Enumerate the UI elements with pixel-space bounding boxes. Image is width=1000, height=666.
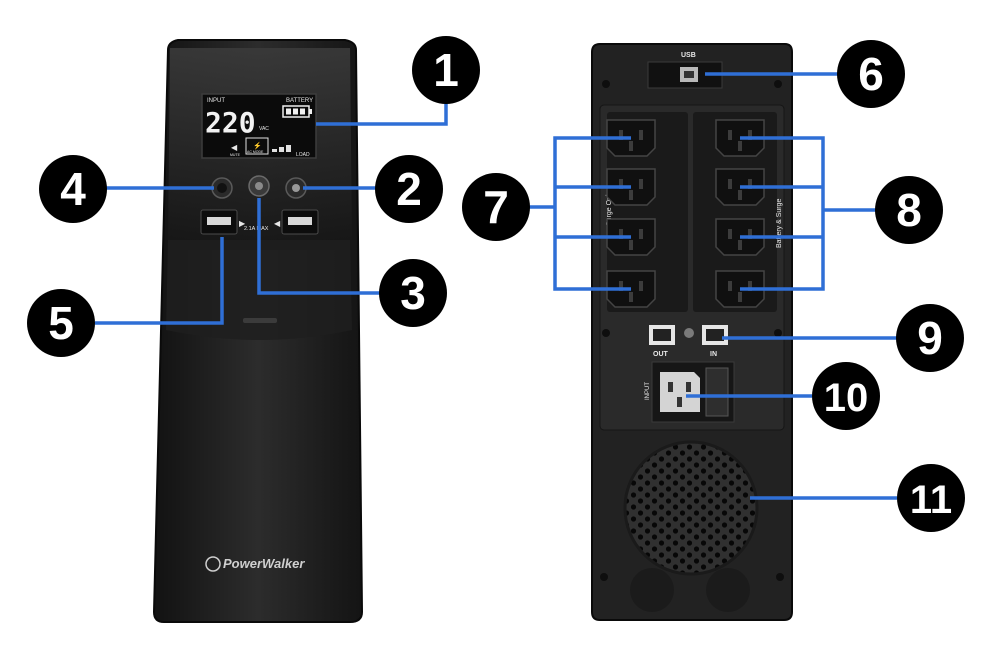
screw bbox=[602, 329, 610, 337]
callout-5-label: 5 bbox=[48, 297, 74, 349]
ac-input-label: INPUT bbox=[645, 382, 651, 400]
usb-charge-port-left[interactable] bbox=[200, 209, 238, 235]
screw bbox=[774, 329, 782, 337]
lcd-screen bbox=[201, 93, 317, 159]
arrow-right-icon: ▶ bbox=[239, 219, 246, 228]
lcd-voltage: 220 bbox=[205, 106, 256, 139]
callouts: 1 2 3 4 5 6 7 8 bbox=[27, 36, 965, 532]
plug-icon: ⚡ bbox=[253, 141, 262, 150]
rj45-out-label: OUT bbox=[653, 351, 669, 358]
battery-icon bbox=[282, 105, 312, 118]
usb-charge-port-right[interactable] bbox=[281, 209, 319, 235]
screw bbox=[776, 573, 784, 581]
callout-11: 11 bbox=[897, 464, 965, 532]
lcd-mode-label: AC MODE bbox=[247, 150, 264, 154]
usb-label: USB bbox=[681, 52, 696, 59]
rj45-in-port[interactable] bbox=[702, 325, 728, 345]
callout-7: 7 bbox=[462, 173, 530, 241]
callout-3-label: 3 bbox=[400, 267, 426, 319]
foot bbox=[630, 568, 674, 612]
front-ups: INPUT BATTERY 220 VAC ◀ MUTE ⚡ AC MODE L… bbox=[152, 39, 364, 623]
usb-charge-label: 2.1A MAX bbox=[244, 226, 269, 232]
leader-line-7-a bbox=[553, 136, 631, 291]
fan-grille bbox=[623, 440, 759, 576]
speaker-icon: ◀ bbox=[231, 143, 238, 152]
back-ups: USB Surge Only Battery & Surge OUT IN IN… bbox=[591, 43, 793, 621]
surge-only-group bbox=[607, 112, 688, 312]
rj45-out-port[interactable] bbox=[649, 325, 675, 345]
ac-input-socket[interactable] bbox=[660, 372, 700, 412]
callout-9: 9 bbox=[896, 304, 964, 372]
leader-line-3 bbox=[257, 198, 384, 295]
ground-screw bbox=[684, 328, 694, 338]
arrow-left-icon: ◀ bbox=[274, 219, 281, 228]
lcd-mute-label: MUTE bbox=[230, 153, 241, 157]
fuse-holder[interactable] bbox=[705, 367, 729, 417]
callout-9-label: 9 bbox=[917, 312, 943, 364]
callout-7-label: 7 bbox=[483, 181, 509, 233]
screw bbox=[600, 573, 608, 581]
screw bbox=[774, 80, 782, 88]
callout-4-label: 4 bbox=[60, 163, 86, 215]
screw bbox=[602, 80, 610, 88]
leader-line-8-a bbox=[740, 136, 825, 291]
power-button[interactable] bbox=[211, 177, 233, 199]
mode-icon bbox=[245, 137, 269, 155]
callout-8: 8 bbox=[875, 176, 943, 244]
callout-2-label: 2 bbox=[396, 163, 422, 215]
leader-lines bbox=[95, 72, 897, 500]
rj45-in-label: IN bbox=[710, 351, 717, 358]
callout-10-label: 10 bbox=[824, 376, 869, 420]
callout-10: 10 bbox=[812, 362, 880, 430]
load-bars bbox=[272, 145, 291, 152]
surge-only-label: Surge Only bbox=[606, 190, 613, 226]
callout-8-label: 8 bbox=[896, 184, 922, 236]
callout-11-label: 11 bbox=[910, 478, 952, 522]
usb-b-port[interactable] bbox=[680, 67, 698, 82]
callout-1-label: 1 bbox=[433, 44, 459, 96]
leader-line-1 bbox=[316, 95, 448, 126]
callout-3: 3 bbox=[379, 259, 447, 327]
callout-6-label: 6 bbox=[858, 48, 884, 100]
brand-name: PowerWalker bbox=[223, 556, 305, 571]
brand-logo-icon bbox=[205, 556, 221, 572]
leader-line-5 bbox=[95, 237, 224, 325]
callout-1: 1 bbox=[412, 36, 480, 104]
front-slot bbox=[243, 318, 277, 323]
lcd-voltage-unit: VAC bbox=[259, 126, 269, 132]
mute-button[interactable] bbox=[248, 175, 270, 197]
battery-surge-group bbox=[693, 112, 777, 312]
callout-4: 4 bbox=[39, 155, 107, 223]
callout-5: 5 bbox=[27, 289, 95, 357]
lcd-input-label: INPUT bbox=[207, 98, 225, 104]
callout-2: 2 bbox=[375, 155, 443, 223]
battery-surge-label: Battery & Surge bbox=[776, 198, 783, 248]
lcd-battery-label: BATTERY bbox=[286, 98, 313, 104]
foot bbox=[706, 568, 750, 612]
callout-6: 6 bbox=[837, 40, 905, 108]
lcd-load-label: LOAD bbox=[296, 152, 310, 158]
